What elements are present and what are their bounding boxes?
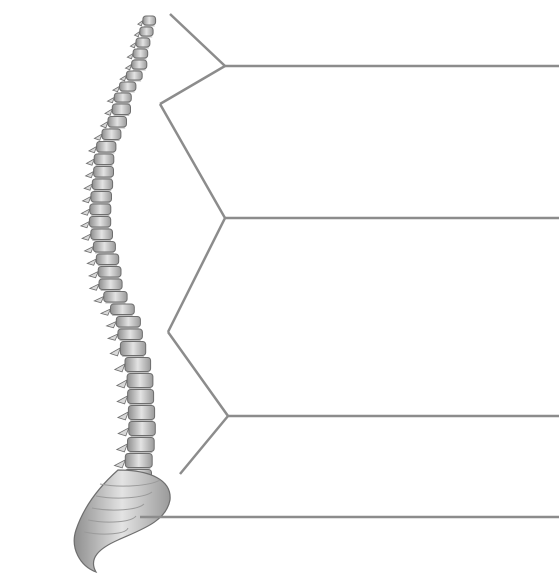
vertebra — [118, 329, 142, 340]
vertebra-process — [117, 444, 128, 452]
vertebra-process — [115, 364, 125, 372]
label-sacrum-coccyx — [240, 482, 540, 510]
bracket-cervical — [160, 14, 559, 104]
vertebra-process — [86, 172, 94, 178]
vertebra — [99, 279, 122, 290]
vertebra-process — [81, 222, 90, 228]
vertebra — [126, 71, 142, 80]
vertebra-process — [110, 348, 120, 356]
label-thoracic — [240, 182, 540, 210]
vertebra — [89, 217, 110, 228]
vertebra-process — [86, 159, 94, 165]
vertebra-process — [90, 284, 99, 290]
vertebra — [94, 167, 114, 178]
vertebra-process — [118, 412, 129, 420]
vertebra — [120, 82, 136, 91]
spine-illustration — [74, 16, 170, 572]
vertebra — [108, 117, 127, 128]
vertebra-process — [82, 234, 91, 240]
vertebra — [93, 242, 115, 253]
vertebra-process — [101, 122, 108, 128]
vertebra-process — [101, 309, 111, 315]
vertebra-process — [115, 460, 126, 468]
vertebra — [132, 60, 147, 69]
vertebra-process — [135, 31, 140, 36]
vertebra — [133, 49, 148, 58]
vertebra-process — [84, 184, 92, 190]
vertebra — [96, 254, 118, 265]
vertebra — [128, 390, 154, 404]
vertebra — [140, 27, 153, 36]
vertebra — [129, 422, 156, 436]
vertebra — [114, 93, 131, 102]
vertebra-process — [127, 53, 133, 58]
vertebra — [111, 304, 135, 315]
vertebra-process — [89, 147, 97, 153]
vertebra-process — [107, 322, 117, 328]
label-cervical — [240, 30, 540, 58]
label-lumbar — [240, 380, 540, 408]
vertebra-process — [117, 380, 127, 388]
vertebra-process — [113, 86, 120, 91]
vertebra — [97, 142, 116, 153]
vertebra-process — [94, 134, 102, 140]
vertebra — [102, 129, 121, 140]
vertebra-process — [81, 209, 89, 215]
vertebra-process — [87, 259, 96, 265]
vertebra-process — [89, 272, 98, 278]
vertebra-process — [85, 247, 94, 253]
vertebra — [91, 192, 112, 203]
vertebra — [125, 454, 152, 468]
vertebra-process — [105, 109, 112, 115]
vertebra — [125, 358, 151, 372]
vertebra-process — [130, 42, 136, 47]
vertebra — [143, 16, 156, 25]
vertebra-process — [108, 334, 118, 340]
vertebra-process — [126, 64, 132, 69]
vertebra-process — [138, 20, 143, 25]
vertebra-process — [118, 428, 129, 436]
vertebra — [116, 317, 140, 328]
vertebra-process — [83, 197, 91, 203]
vertebra-process — [120, 75, 126, 80]
vertebra — [136, 38, 150, 47]
vertebra-process — [108, 97, 115, 102]
vertebra — [91, 229, 113, 240]
vertebra-process — [94, 297, 103, 303]
bracket-thoracic — [160, 104, 559, 332]
vertebra — [112, 104, 130, 115]
vertebra — [127, 374, 153, 388]
vertebra — [128, 438, 155, 452]
vertebra — [90, 204, 111, 215]
vertebra — [120, 342, 145, 356]
vertebra — [94, 154, 114, 165]
vertebra — [98, 267, 121, 278]
vertebra — [104, 292, 127, 303]
vertebra — [128, 406, 154, 420]
vertebra-process — [117, 396, 127, 404]
vertebra — [92, 179, 112, 190]
